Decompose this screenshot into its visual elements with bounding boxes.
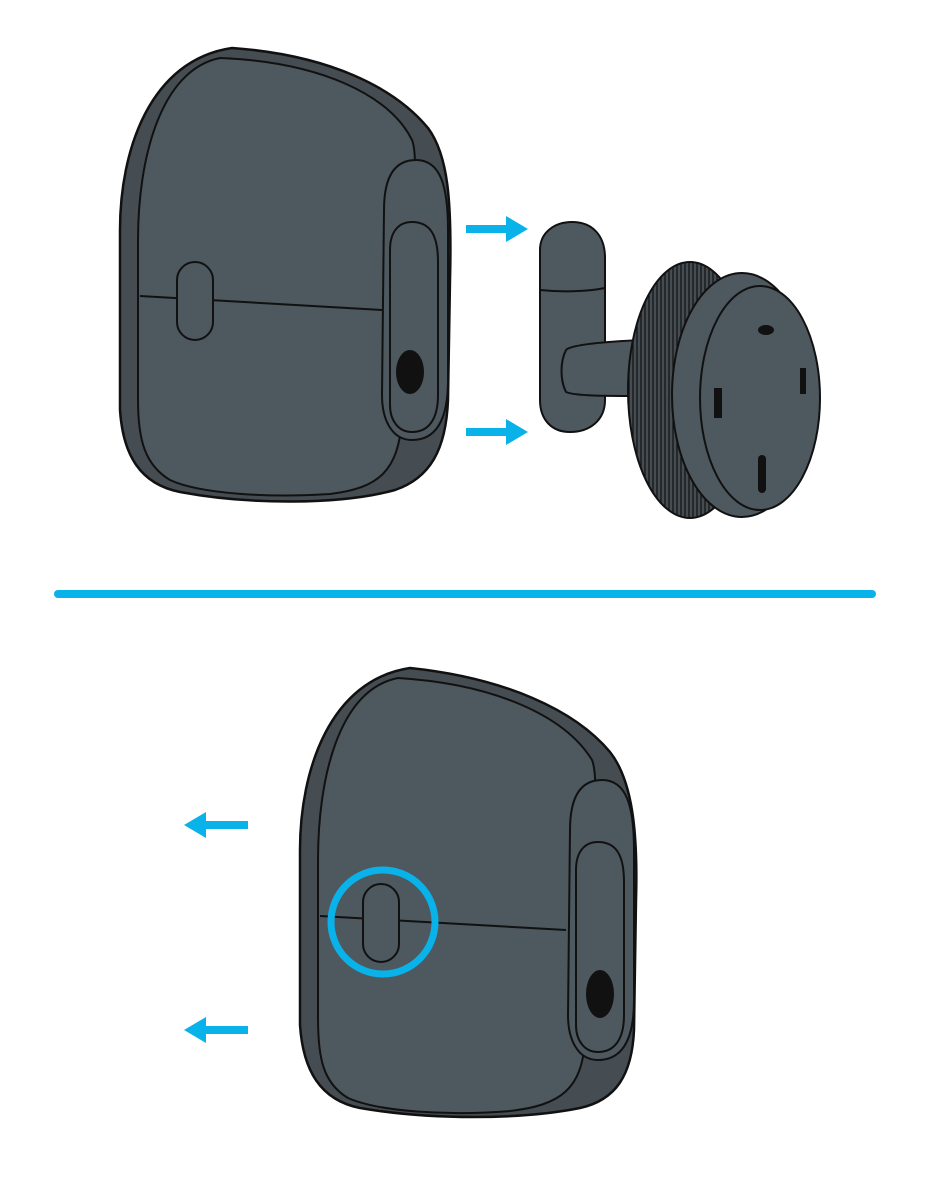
camera-side-panel (575, 840, 625, 1054)
camera-front-face (137, 56, 416, 497)
release-button (176, 261, 214, 341)
camera-front-face (317, 676, 597, 1115)
arrow-left-bottom (184, 1017, 248, 1043)
highlight-circle-icon (327, 866, 439, 978)
lens-icon (586, 970, 614, 1018)
camera-seam (139, 295, 383, 311)
mount-slot-top (758, 325, 774, 335)
mount-arm (560, 338, 641, 398)
camera-side-panel (389, 220, 439, 434)
lens-icon (396, 350, 424, 394)
camera-icon (118, 46, 452, 503)
wall-mount-icon (539, 220, 821, 519)
arrow-right-bottom (466, 419, 528, 445)
step-release (184, 666, 638, 1119)
mount-plate (539, 220, 606, 434)
mount-base-face (699, 285, 821, 511)
arrow-left-top (184, 812, 248, 838)
mount-plate-edge (539, 287, 606, 293)
mount-slot-bottom (758, 455, 766, 493)
mount-slot-right (800, 368, 806, 394)
step-attach (118, 46, 821, 519)
camera-icon (298, 666, 638, 1119)
mount-slot-left (714, 388, 722, 418)
step-divider (54, 590, 876, 598)
release-button (362, 883, 400, 963)
arrow-right-top (466, 216, 528, 242)
camera-seam (319, 915, 567, 931)
